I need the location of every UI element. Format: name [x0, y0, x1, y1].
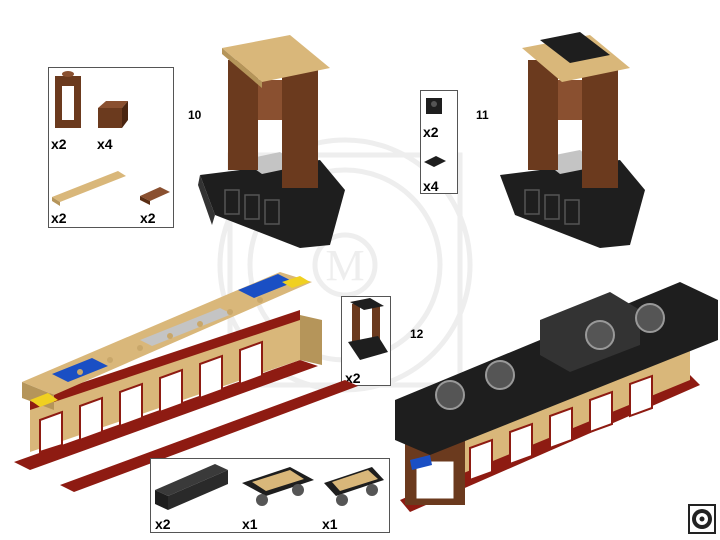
black-tile-part [424, 156, 446, 167]
qty-brown-brick: x4 [97, 136, 113, 152]
qty-black-brick-final: x2 [155, 516, 171, 532]
qty-tan-plate: x2 [51, 210, 67, 226]
step-number-11: 11 [476, 108, 489, 122]
tan-plate-part [52, 171, 126, 206]
step-number-12: 12 [410, 327, 424, 341]
brown-brick-part [98, 101, 128, 128]
qty-black-brick: x2 [423, 124, 439, 140]
bogie-b-part [324, 467, 384, 506]
qty-brown-frame: x2 [51, 136, 67, 152]
qty-brown-plate: x2 [140, 210, 156, 226]
subassembly-part [348, 298, 388, 360]
svg-text:M: M [325, 241, 364, 290]
bogie-a-part [242, 467, 314, 506]
black-brick-part [426, 98, 442, 114]
qty-bogie-a: x1 [242, 516, 258, 532]
brown-frame-part [55, 71, 81, 128]
brown-plate-part [140, 187, 170, 205]
qty-bogie-b: x1 [322, 516, 338, 532]
black-brick-part [155, 464, 228, 510]
qty-black-tile: x4 [423, 178, 439, 194]
step-number-10: 10 [188, 108, 202, 122]
wheel-logo-icon [688, 504, 716, 534]
